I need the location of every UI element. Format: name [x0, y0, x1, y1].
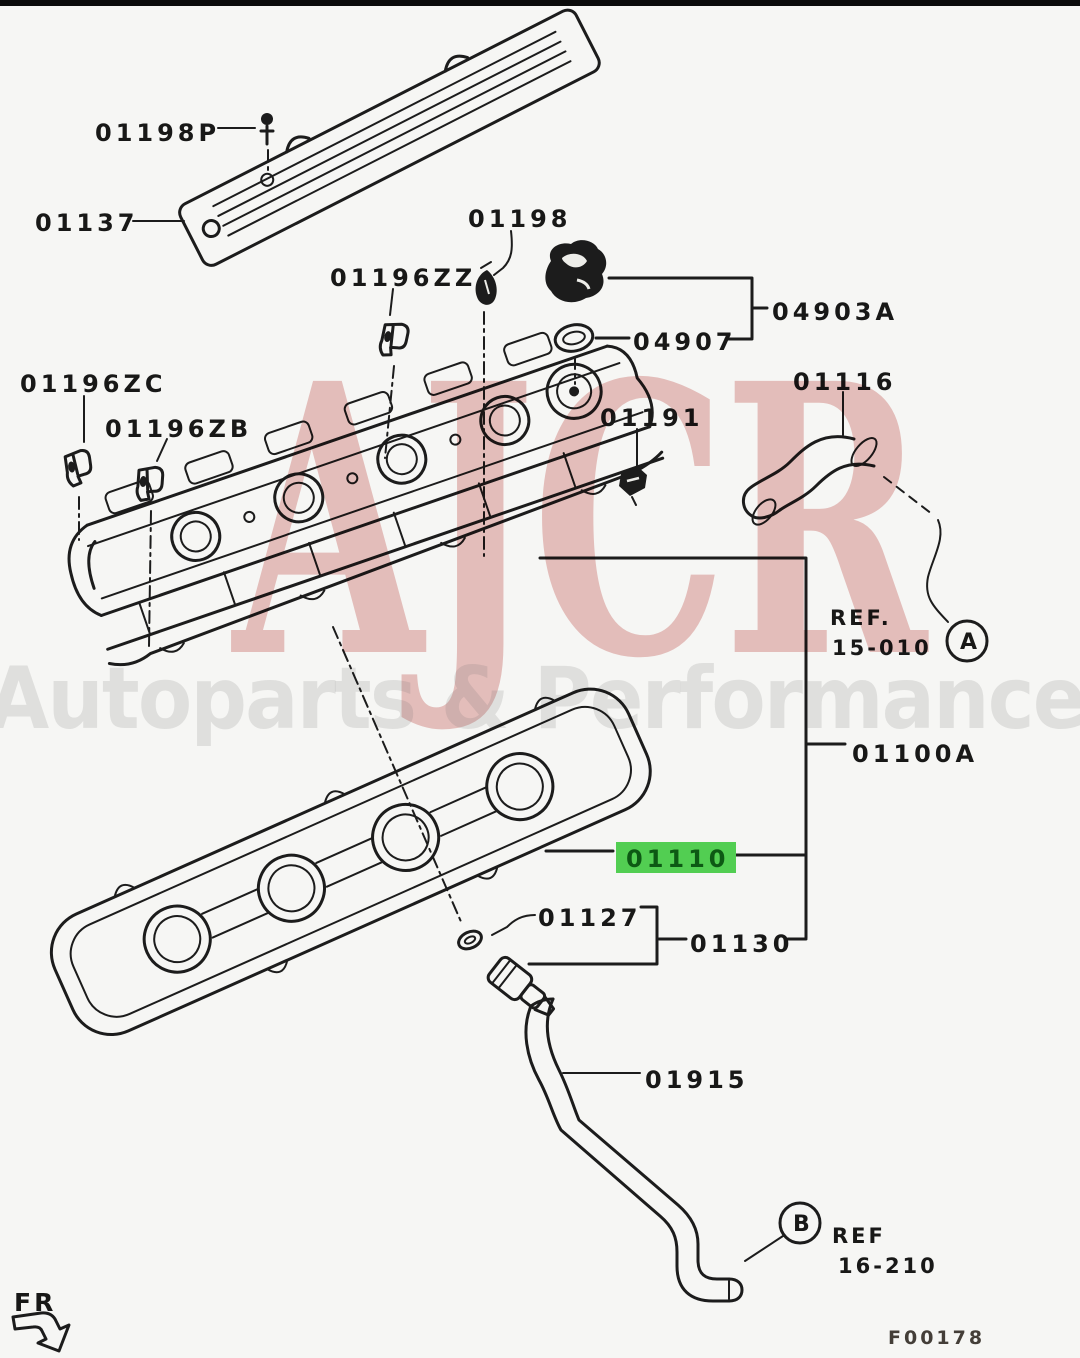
rocker-cover-drawing — [67, 331, 665, 667]
part-label-01110-highlighted[interactable]: 01110 — [626, 845, 730, 873]
ref-a-title: REF. — [830, 606, 892, 630]
ventilation-hose-drawing — [524, 997, 744, 1303]
reference-labels: REF. 15-010 A REF 16-210 B — [793, 606, 977, 1278]
diagram-artwork: 01198P 01137 01196ZZ 01198 04907 04903A … — [11, 8, 989, 1353]
o-ring-drawing — [457, 929, 483, 951]
breather-hose-drawing — [742, 435, 878, 526]
ref-a-marker: A — [960, 630, 977, 655]
part-label-01196ZZ: 01196ZZ — [330, 264, 476, 292]
ref-b-circle — [778, 1201, 822, 1245]
ref-b-section: 16-210 — [838, 1254, 938, 1278]
part-label-01127: 01127 — [538, 904, 642, 932]
part-label-01137: 01137 — [35, 209, 139, 237]
part-label-01198: 01198 — [468, 205, 572, 233]
filler-cap-drawing — [545, 240, 607, 303]
part-label-04903A: 04903A — [772, 298, 898, 326]
clip-zc-drawing — [63, 448, 93, 488]
leader-lines — [78, 127, 949, 1262]
part-label-01915: 01915 — [645, 1066, 749, 1094]
part-labels: 01198P 01137 01196ZZ 01198 04907 04903A … — [20, 119, 978, 1094]
ref-b-title: REF — [832, 1224, 886, 1248]
part-label-01130: 01130 — [690, 930, 794, 958]
center-cover-bolt-drawing — [259, 113, 275, 173]
ref-b-marker: B — [793, 1212, 810, 1237]
rocker-cover-bolt-drawing — [475, 261, 497, 305]
center-cover-drawing — [178, 8, 601, 267]
front-direction-label: FR — [14, 1288, 56, 1317]
rocker-cover-gasket-drawing — [49, 687, 652, 1037]
part-label-01100A: 01100A — [852, 740, 978, 768]
ref-a-circle — [945, 619, 989, 663]
top-border-bar — [0, 0, 1080, 6]
part-label-01196ZC: 01196ZC — [20, 370, 167, 398]
grommet-drawing — [619, 466, 647, 506]
part-label-01116: 01116 — [793, 368, 897, 396]
front-direction-arrow-icon — [11, 1311, 71, 1353]
clip-zz-drawing — [378, 322, 410, 357]
part-label-01198P: 01198P — [95, 119, 220, 147]
figure-code: F00178 — [888, 1327, 985, 1349]
filler-cap-gasket-drawing — [553, 323, 595, 353]
ref-a-section: 15-010 — [832, 636, 932, 660]
part-label-04907: 04907 — [633, 328, 737, 356]
part-label-01191: 01191 — [600, 404, 704, 432]
part-label-01196ZB: 01196ZB — [105, 415, 252, 443]
highlighted-part-box — [616, 842, 736, 873]
